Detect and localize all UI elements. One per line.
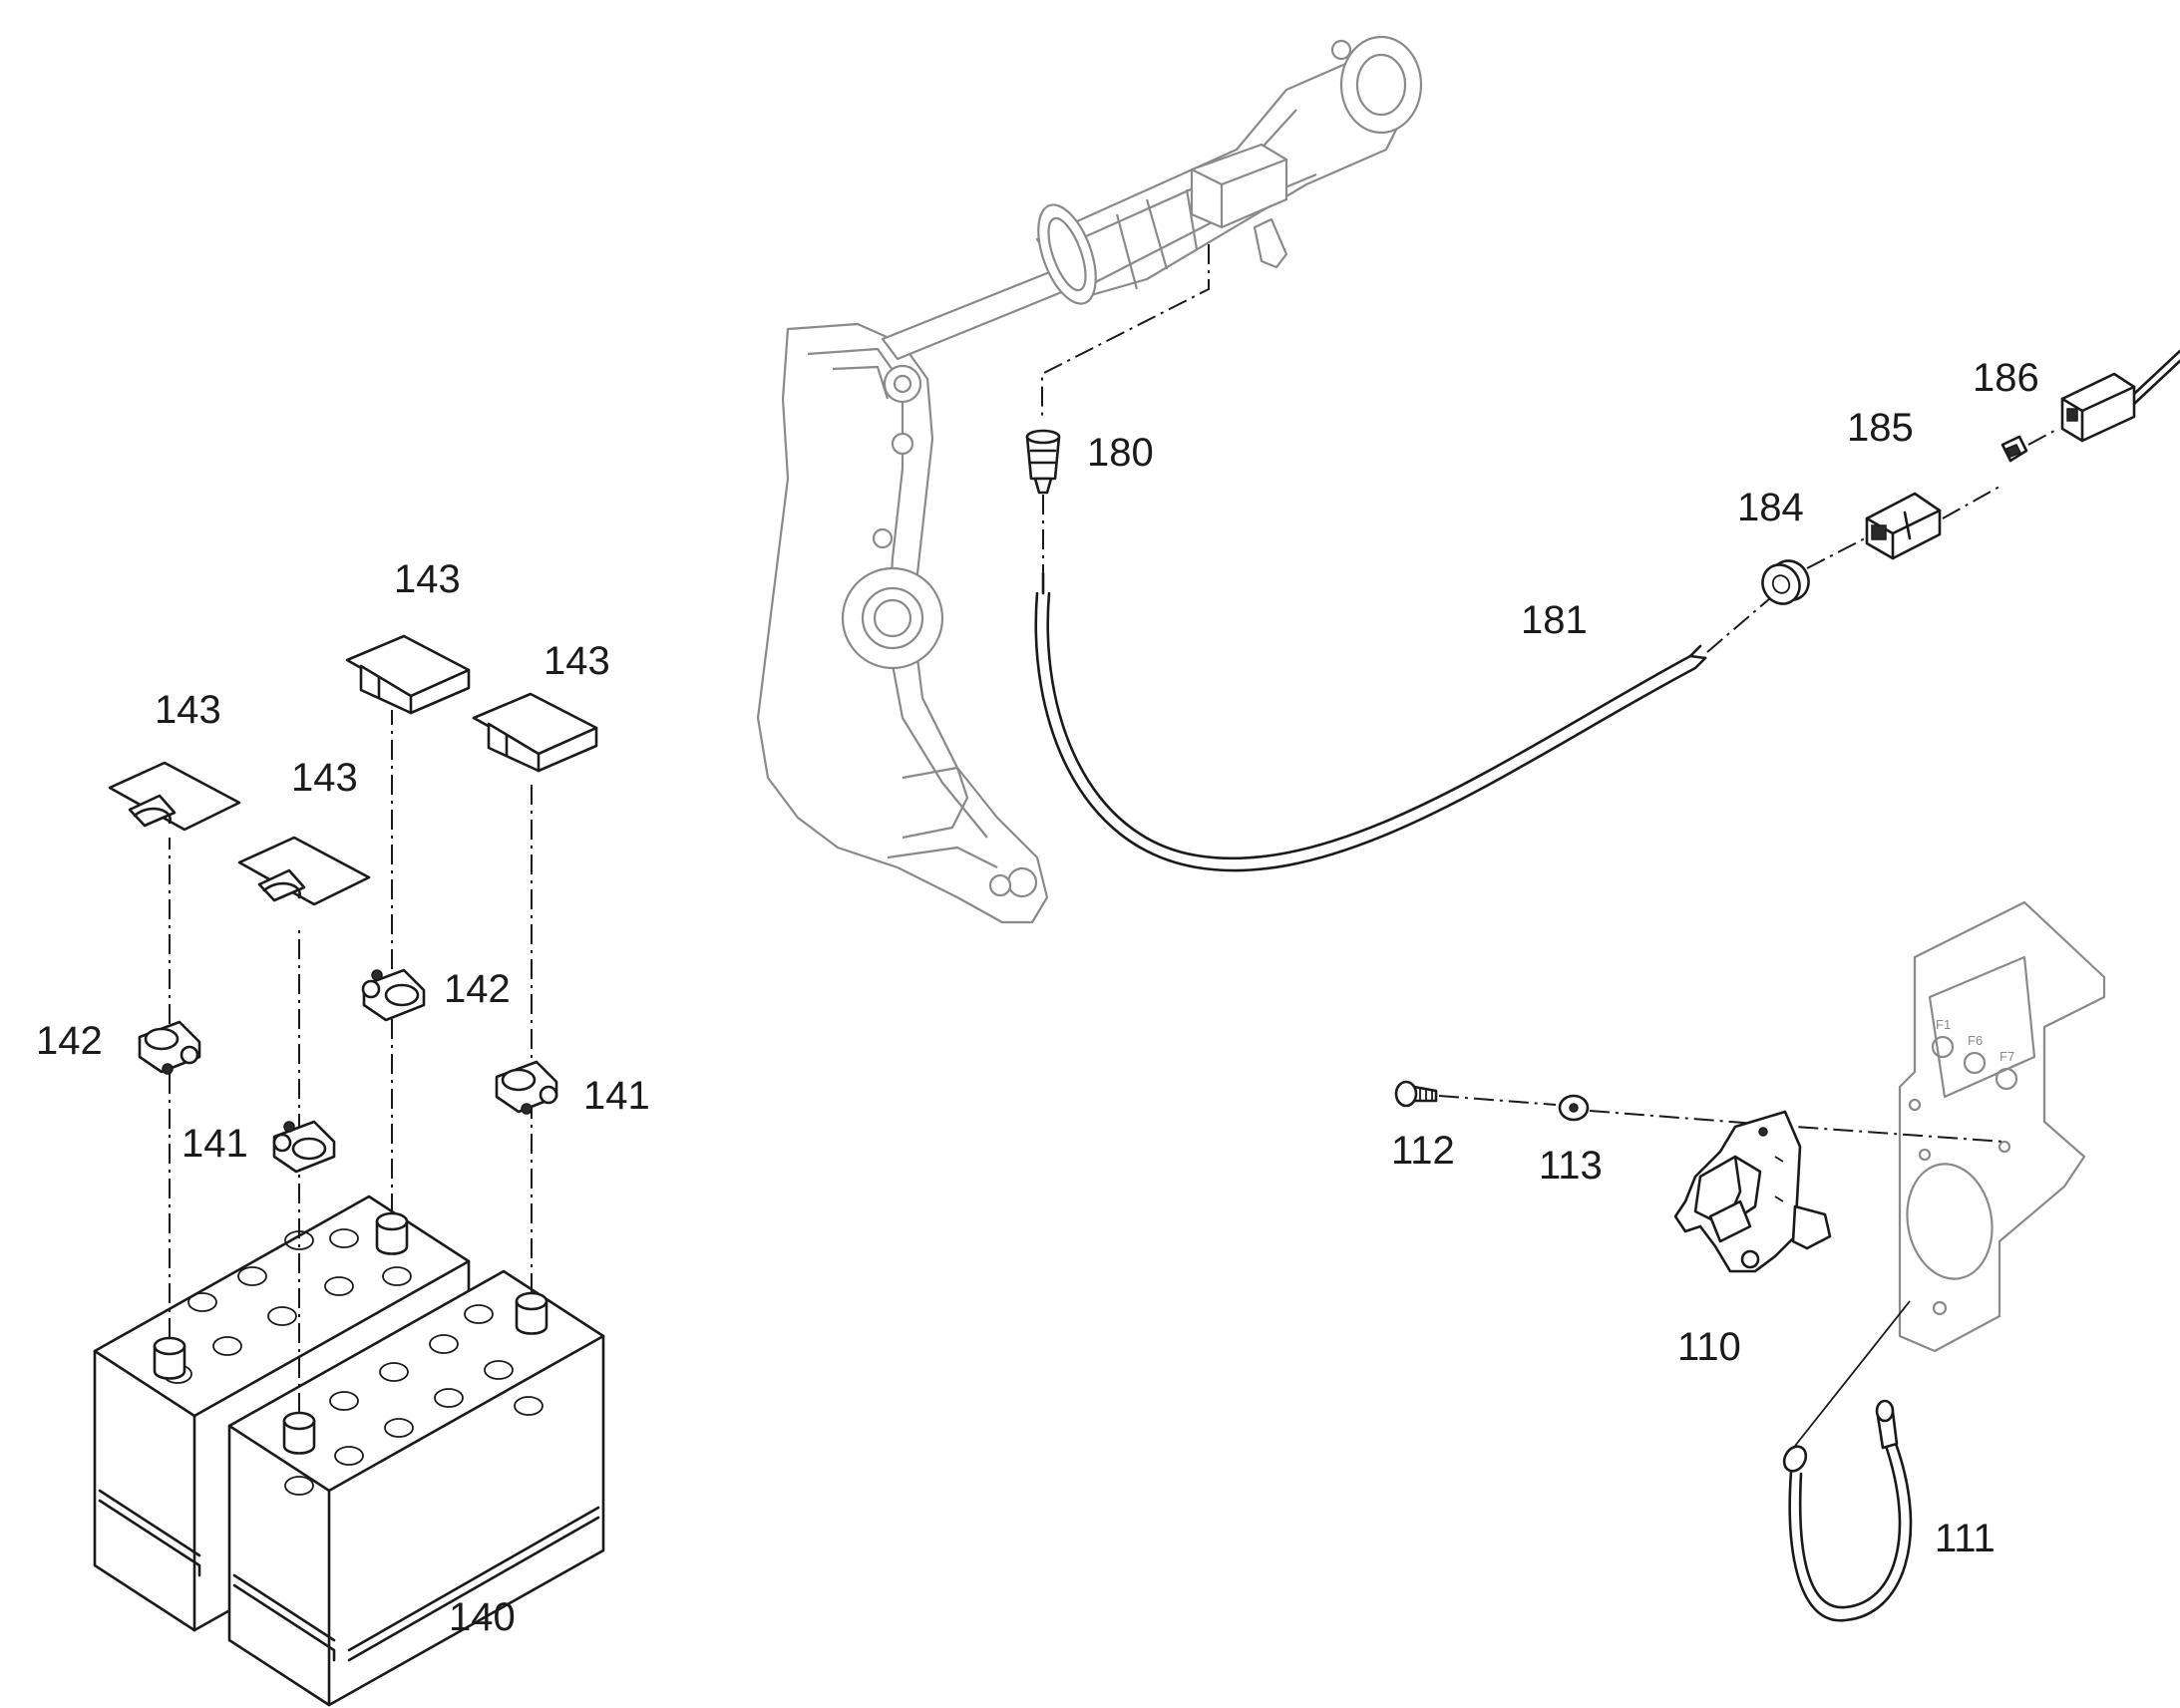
part-113-washer (1558, 1094, 1590, 1122)
part-112-screw (1394, 1080, 1438, 1108)
part-143-cover-d (237, 836, 371, 906)
label-180: 180 (1087, 431, 1154, 475)
label-181: 181 (1521, 598, 1588, 642)
part-141-terminal-b (495, 1060, 558, 1115)
part-141-terminal-a (272, 1120, 336, 1174)
leader-186-housing (2027, 430, 2055, 446)
part-181-cable (1034, 571, 1707, 872)
part-142-terminal-a (138, 1020, 201, 1075)
leader-181-184 (1706, 597, 1771, 653)
mating-connector-housing (2060, 349, 2180, 443)
label-112: 112 (1391, 1129, 1455, 1173)
part-186-terminal (2000, 435, 2028, 463)
part-142-terminal-b (361, 968, 426, 1022)
part-111-ground-cable (1782, 1399, 1913, 1622)
label-185: 185 (1847, 406, 1914, 450)
label-111: 111 (1935, 1517, 1996, 1560)
label-110: 110 (1677, 1325, 1741, 1369)
label-140: 140 (449, 1595, 516, 1639)
plate-mark-f1: F1 (1936, 1017, 1951, 1032)
part-184-grommet (1761, 559, 1810, 605)
mounting-bracket (1898, 900, 2106, 1353)
label-184: 184 (1737, 486, 1804, 529)
part-180-connector (1025, 429, 1061, 495)
label-143-c: 143 (544, 639, 610, 683)
part-143-cover-a (108, 761, 241, 832)
leader-112-113 (1438, 1095, 1557, 1106)
leader-180 (1041, 244, 1210, 419)
label-143-d: 143 (291, 756, 358, 800)
part-185-plug (1865, 492, 1942, 560)
label-141-a: 141 (182, 1122, 248, 1166)
label-186: 186 (1973, 356, 2039, 400)
label-113: 113 (1539, 1144, 1603, 1188)
part-143-cover-c (472, 692, 598, 773)
part-143-cover-b (345, 634, 471, 715)
label-142-a: 142 (36, 1019, 103, 1063)
leader-184-185 (1806, 537, 1866, 569)
plate-mark-f7: F7 (1999, 1049, 2014, 1064)
label-142-b: 142 (444, 967, 511, 1011)
label-143-b: 143 (394, 557, 461, 601)
label-141-b: 141 (583, 1074, 650, 1118)
boom-arm-assembly (756, 35, 1423, 924)
plate-mark-f6: F6 (1968, 1033, 1983, 1048)
leader-185-186 (1942, 486, 2000, 519)
part-140-batteries (93, 1195, 605, 1707)
label-143-a: 143 (155, 688, 221, 732)
part-110-battery-switch (1673, 1110, 1832, 1273)
leader-111 (1794, 1300, 1911, 1447)
